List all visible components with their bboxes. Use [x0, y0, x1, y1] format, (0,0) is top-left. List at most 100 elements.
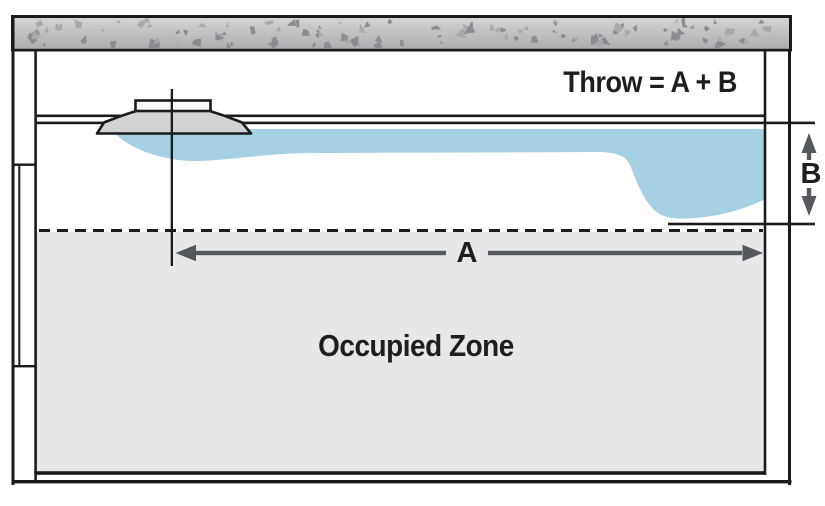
slab-speckle — [702, 37, 708, 44]
slab-speckle — [431, 25, 442, 30]
slab-speckle — [301, 28, 310, 36]
slab-speckle — [363, 21, 371, 28]
dimension-a-shaft-left — [194, 250, 446, 256]
slab-speckle — [663, 28, 668, 33]
slab-speckle — [375, 34, 383, 43]
slab-speckle — [359, 23, 366, 33]
wall-left-stud-line — [18, 164, 21, 366]
slab-speckle — [295, 19, 300, 28]
throw-formula-label: Throw = A + B — [563, 66, 737, 99]
slab-speckle — [174, 42, 179, 48]
slab-speckle — [154, 37, 160, 45]
slab-speckle — [81, 37, 86, 45]
slab-speckle — [612, 29, 619, 35]
slab-speckle — [670, 35, 677, 41]
slab-speckle — [531, 35, 539, 43]
suspended-ceiling-line-lower — [36, 121, 815, 125]
occupied-zone-area — [37, 232, 764, 471]
slab-speckle — [437, 34, 442, 38]
floor-inner-line — [34, 471, 766, 475]
slab-speckle — [36, 32, 39, 38]
dimension-b-shaft-upper — [806, 151, 812, 160]
slab-speckle — [100, 28, 106, 33]
air-stream-shape — [112, 129, 766, 219]
slab-speckle — [632, 24, 638, 32]
slab-speckle — [175, 29, 180, 35]
slab-speckle — [226, 21, 230, 28]
slab-speckle — [73, 19, 83, 29]
slab-speckle — [689, 25, 694, 29]
wall-left-inner-line — [34, 50, 37, 480]
slab-speckle — [469, 21, 474, 27]
slab-speckle — [196, 38, 202, 47]
slab-speckle — [337, 21, 342, 25]
slab-speckle — [44, 25, 49, 33]
dimension-b-bottom-tick — [668, 222, 815, 226]
slab-speckle — [489, 23, 496, 31]
slab-speckle — [743, 40, 750, 44]
slab-speckle — [749, 28, 760, 37]
slab-speckle — [137, 20, 146, 29]
slab-speckle — [192, 39, 197, 45]
slab-speckle — [440, 40, 444, 44]
slab-speckle — [287, 19, 297, 26]
dimension-a-shaft-right — [488, 250, 742, 256]
suspended-ceiling-line-upper — [36, 114, 766, 118]
arrowhead-left-icon — [175, 244, 196, 262]
arrowhead-down-icon — [801, 196, 817, 216]
slab-speckle — [762, 26, 772, 33]
slab-speckle — [35, 29, 41, 36]
slab-speckle — [35, 19, 44, 28]
slab-speckle — [758, 19, 765, 24]
slab-speckle — [703, 25, 711, 32]
slab-speckle — [357, 42, 361, 47]
slab-speckle — [500, 27, 507, 33]
slab-speckle — [264, 20, 275, 26]
slab-speckle — [523, 25, 529, 31]
dimension-b-label: B — [800, 158, 822, 190]
slab-speckle — [620, 23, 625, 27]
slab-speckle — [312, 42, 317, 48]
slab-speckle — [198, 22, 208, 28]
wall-right-outer-line — [788, 50, 791, 485]
slab-speckle — [226, 42, 231, 48]
slab-speckle — [109, 40, 117, 48]
slab-speckle — [681, 18, 686, 28]
slab-speckle — [249, 26, 256, 36]
slab-speckle — [399, 39, 404, 47]
slab-speckle — [595, 41, 603, 48]
slab-speckle — [142, 18, 151, 24]
slab-speckle — [373, 40, 383, 48]
slab-speckle — [116, 20, 122, 23]
wall-right-inner-line — [763, 50, 767, 475]
slab-speckle — [552, 20, 558, 25]
wall-left-panel-break-upper — [12, 163, 37, 166]
diffuser-centerline — [170, 89, 173, 266]
slab-speckle — [561, 34, 566, 39]
slab-speckle — [146, 23, 153, 29]
diffuser-body — [95, 109, 253, 135]
slab-speckle — [504, 33, 508, 40]
slab-speckle — [339, 32, 349, 42]
slab-speckle — [725, 28, 732, 37]
slab-speckle — [229, 41, 234, 46]
slab-speckle — [42, 42, 46, 47]
slab-speckle — [624, 30, 631, 38]
wall-left-panel-break-lower — [12, 365, 37, 368]
occupied-zone-label: Occupied Zone — [318, 328, 514, 363]
slab-speckle — [570, 36, 579, 42]
dimension-b-shaft-lower — [806, 188, 812, 197]
arrowhead-up-icon — [801, 133, 817, 153]
ceiling-diffuser — [95, 99, 253, 135]
slab-speckle — [613, 22, 625, 35]
dimension-a-label: A — [456, 237, 478, 269]
slab-speckle — [517, 29, 523, 34]
slab-speckle — [464, 24, 476, 34]
wall-left-outer-line — [11, 15, 15, 485]
slab-speckle — [572, 37, 575, 42]
slab-speckle — [315, 31, 325, 38]
slab-speckle — [552, 29, 558, 33]
dimension-b-arrow — [801, 133, 817, 216]
ceiling-slab — [11, 15, 792, 52]
